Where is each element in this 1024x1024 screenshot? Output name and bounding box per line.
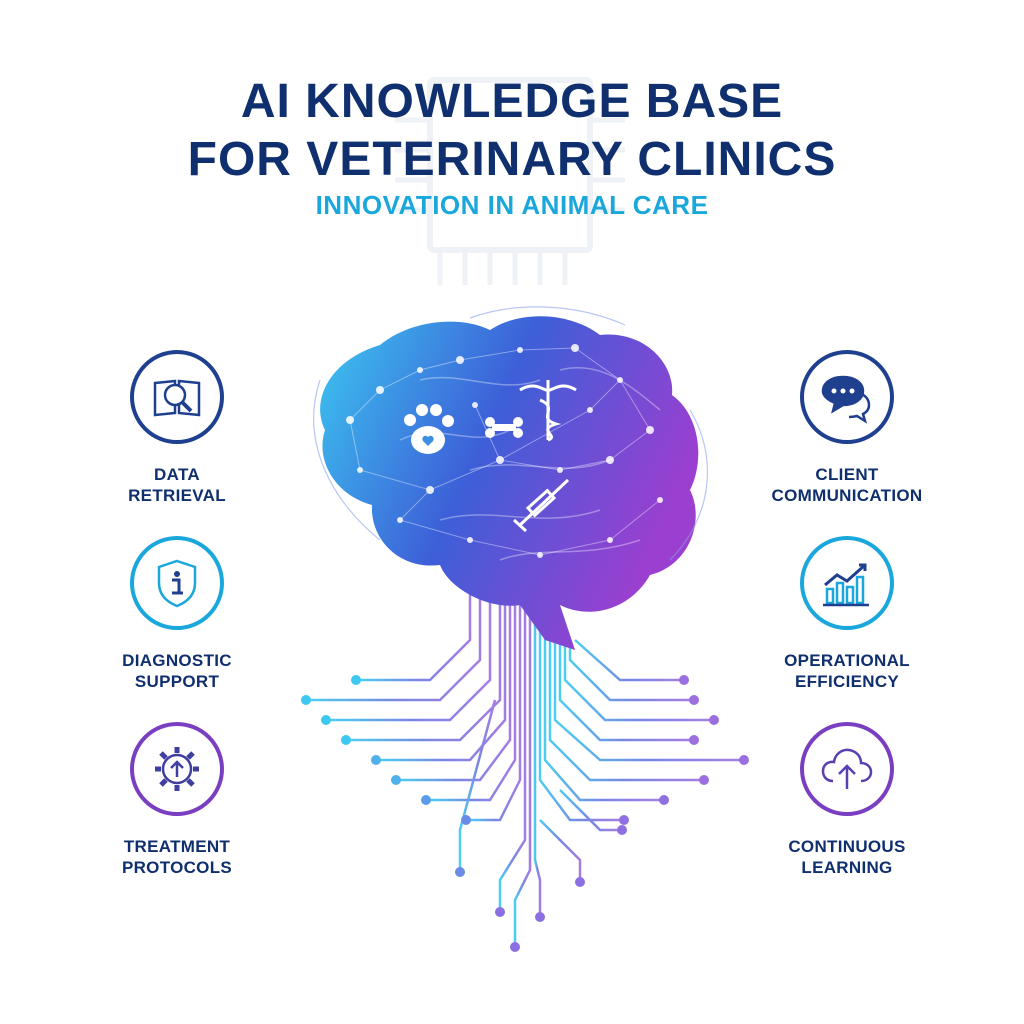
feature-operational-efficiency: OPERATIONAL EFFICIENCY [747, 536, 947, 692]
feature-diagnostic-support: DIAGNOSTIC SUPPORT [77, 536, 277, 692]
feature-data-retrieval-line2: RETRIEVAL [128, 486, 226, 505]
cloud-upload-icon [800, 722, 894, 816]
chat-bubbles-icon [800, 350, 894, 444]
feature-client-communication-line1: CLIENT [815, 465, 879, 484]
neural-network-dots [346, 344, 663, 558]
brain-folds [399, 367, 661, 561]
page-subtitle: INNOVATION IN ANIMAL CARE [315, 190, 709, 220]
feature-continuous-learning-line1: CONTINUOUS [788, 837, 906, 856]
page-title-line2: FOR VETERINARY CLINICS [187, 133, 837, 186]
shield-info-icon [130, 536, 224, 630]
feature-data-retrieval: DATA RETRIEVAL [77, 350, 277, 506]
feature-diagnostic-support-line1: DIAGNOSTIC [122, 651, 232, 670]
feature-treatment-protocols: TREATMENT PROTOCOLS [77, 722, 277, 878]
book-search-icon [130, 350, 224, 444]
feature-client-communication-line2: COMMUNICATION [771, 486, 923, 505]
growth-chart-icon [800, 536, 894, 630]
gear-arrow-icon [130, 722, 224, 816]
caduceus-icon [519, 380, 577, 442]
syringe-icon [512, 478, 570, 533]
circuit-traces [310, 590, 740, 945]
bone-icon [485, 417, 523, 438]
feature-diagnostic-support-line2: SUPPORT [134, 672, 220, 691]
feature-treatment-protocols-line2: PROTOCOLS [121, 858, 233, 877]
paw-icon [404, 404, 454, 454]
feature-operational-efficiency-line2: EFFICIENCY [794, 672, 900, 691]
page-title-line1: AI KNOWLEDGE BASE [240, 75, 784, 128]
feature-operational-efficiency-line1: OPERATIONAL [784, 651, 910, 670]
feature-client-communication: CLIENT COMMUNICATION [747, 350, 947, 506]
brain-shape [320, 316, 699, 650]
feature-continuous-learning-line2: LEARNING [801, 858, 893, 877]
feature-data-retrieval-line1: DATA [154, 465, 200, 484]
feature-continuous-learning: CONTINUOUS LEARNING [747, 722, 947, 878]
feature-treatment-protocols-line1: TREATMENT [123, 837, 231, 856]
orbit-lines [313, 306, 708, 561]
circuit-nodes [301, 675, 749, 952]
